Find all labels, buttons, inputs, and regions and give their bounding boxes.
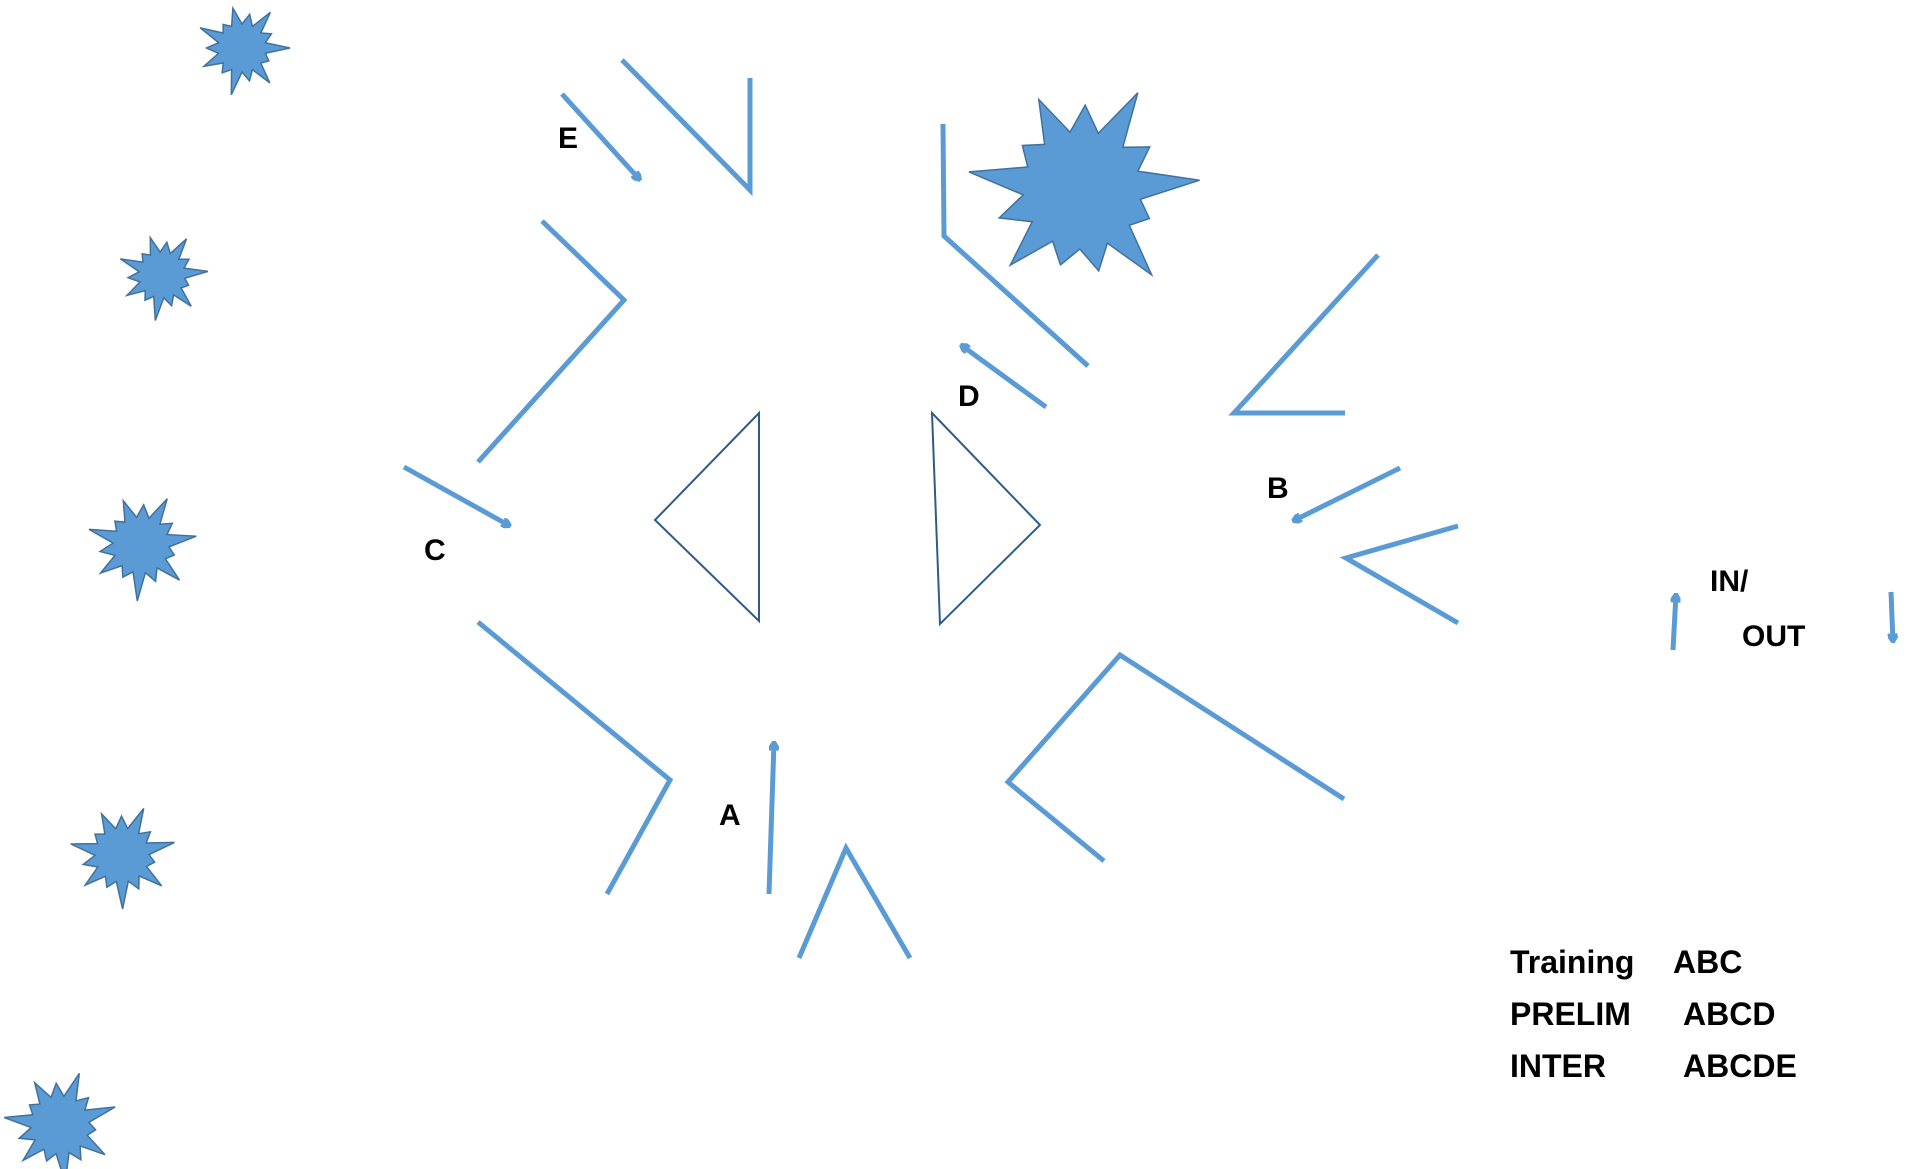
in-out-line1: IN/ xyxy=(1710,565,1749,598)
burst-icon xyxy=(200,8,290,95)
arrow-c xyxy=(404,467,510,526)
burst-icon xyxy=(89,499,196,601)
legend-row-prelim-name: PRELIM xyxy=(1510,996,1631,1032)
wall-right-upper xyxy=(1234,255,1378,413)
wall-left-lower xyxy=(478,622,670,894)
burst-icon xyxy=(120,238,207,321)
wall-bottom-peak xyxy=(799,848,910,958)
in-out-line2: OUT xyxy=(1742,620,1805,653)
wall-left-upper xyxy=(478,221,624,462)
legend-row-inter-code: ABCDE xyxy=(1683,1048,1797,1084)
burst-icon xyxy=(71,809,175,910)
center-triangle-left xyxy=(655,413,759,621)
arrow-down-icon xyxy=(1891,592,1893,642)
label-b: B xyxy=(1267,472,1289,505)
label-c: C xyxy=(424,534,446,567)
label-d: D xyxy=(958,380,980,413)
label-a: A xyxy=(719,799,741,832)
wall-bottom-right xyxy=(1008,655,1344,861)
course-legend: Training ABC PRELIM ABCD INTER ABCDE xyxy=(1510,944,1797,1084)
burst-icon xyxy=(969,93,1200,275)
bursts xyxy=(4,8,1199,1169)
legend-row-prelim-code: ABCD xyxy=(1683,996,1775,1032)
legend-row-training-name: Training xyxy=(1510,944,1634,980)
arrow-up-icon xyxy=(1673,594,1676,650)
wall-top-left-v xyxy=(622,60,750,190)
label-e: E xyxy=(558,122,578,155)
arrow-a xyxy=(769,742,774,894)
burst-icon xyxy=(4,1073,115,1169)
wall-right-chevron xyxy=(1346,526,1458,623)
center-triangle-right xyxy=(932,413,1040,624)
legend-row-training-code: ABC xyxy=(1673,944,1742,980)
arrow-b xyxy=(1293,468,1400,521)
legend-row-inter-name: INTER xyxy=(1510,1048,1606,1084)
